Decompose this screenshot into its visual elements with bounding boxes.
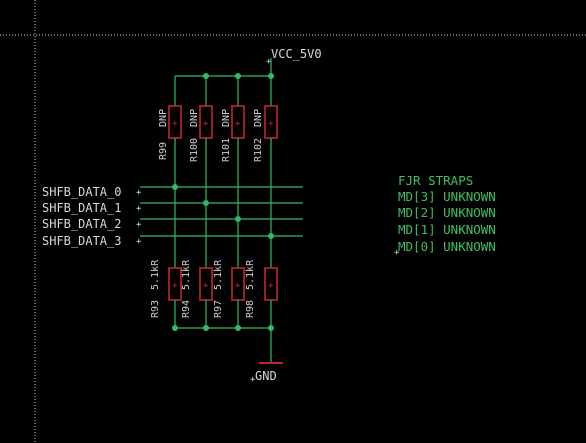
svg-text:+: + xyxy=(136,220,142,230)
net-label-shfb-data-1: SHFB_DATA_1 xyxy=(42,201,121,215)
resistor-value-r102: DNP xyxy=(253,109,264,127)
svg-text:+: + xyxy=(268,281,274,291)
resistor-value-r98: 5.1kR xyxy=(245,259,256,290)
straps-note[interactable]: FJR STRAPS MD[3] UNKNOWN MD[2] UNKNOWN M… xyxy=(398,173,496,254)
vcc-origin-cross: + xyxy=(266,57,272,67)
svg-text:+: + xyxy=(172,119,178,129)
resistor-name-r98: R98 xyxy=(245,300,256,318)
note-line-md1: MD[1] UNKNOWN xyxy=(398,222,496,237)
resistor-value-r99: DNP xyxy=(158,109,169,127)
bottom-resistor-labels: R93 5.1kR R94 5.1kR R97 5.1kR R98 5.1kR xyxy=(150,259,256,318)
svg-text:+: + xyxy=(235,119,241,129)
resistor-value-r97: 5.1kR xyxy=(213,259,224,290)
resistor-name-r100: R100 xyxy=(189,138,200,162)
gnd-label[interactable]: GND xyxy=(255,369,277,383)
svg-text:+: + xyxy=(136,188,142,198)
net-junctions xyxy=(172,184,274,239)
resistor-name-r97: R97 xyxy=(213,300,224,318)
net-label-shfb-data-0: SHFB_DATA_0 xyxy=(42,185,121,199)
bottom-drop-wires[interactable] xyxy=(174,187,272,268)
bottom-resistor-origins: + + + + xyxy=(172,281,274,291)
resistor-value-r94: 5.1kR xyxy=(181,259,192,290)
resistor-name-r94: R94 xyxy=(181,300,192,318)
vcc-label[interactable]: VCC_5V0 xyxy=(271,47,322,61)
net-labels[interactable]: SHFB_DATA_0 SHFB_DATA_1 SHFB_DATA_2 SHFB… xyxy=(42,185,121,248)
note-title: FJR STRAPS xyxy=(398,173,473,188)
resistor-value-r100: DNP xyxy=(189,109,200,127)
resistor-name-r102: R102 xyxy=(253,138,264,162)
svg-text:+: + xyxy=(203,119,209,129)
svg-text:+: + xyxy=(136,237,142,247)
resistor-name-r101: R101 xyxy=(221,138,232,162)
net-wires[interactable] xyxy=(140,186,303,237)
top-resistor-labels: R99 DNP R100 DNP R101 DNP R102 DNP xyxy=(158,109,264,162)
svg-text:+: + xyxy=(235,281,241,291)
vcc-rail[interactable] xyxy=(174,58,272,106)
gnd-junctions xyxy=(172,325,274,331)
gnd-rail[interactable] xyxy=(174,300,272,363)
resistor-name-r93: R93 xyxy=(150,300,161,318)
svg-text:+: + xyxy=(203,281,209,291)
top-resistor-origins: + + + + xyxy=(172,119,274,129)
resistor-value-r93: 5.1kR xyxy=(150,259,161,290)
resistor-name-r99: R99 xyxy=(158,142,169,160)
vcc-junctions xyxy=(203,73,274,79)
net-label-shfb-data-3: SHFB_DATA_3 xyxy=(42,234,121,248)
note-origin-cross: + xyxy=(394,248,400,258)
note-line-md3: MD[3] UNKNOWN xyxy=(398,189,496,204)
svg-text:+: + xyxy=(268,119,274,129)
net-label-shfb-data-2: SHFB_DATA_2 xyxy=(42,217,121,231)
note-line-md0: MD[0] UNKNOWN xyxy=(398,239,496,254)
gnd-origin-cross: + xyxy=(250,375,256,385)
net-label-crosses: + + + + xyxy=(136,188,142,247)
note-line-md2: MD[2] UNKNOWN xyxy=(398,205,496,220)
svg-text:+: + xyxy=(136,204,142,214)
svg-text:+: + xyxy=(172,281,178,291)
resistor-value-r101: DNP xyxy=(221,109,232,127)
